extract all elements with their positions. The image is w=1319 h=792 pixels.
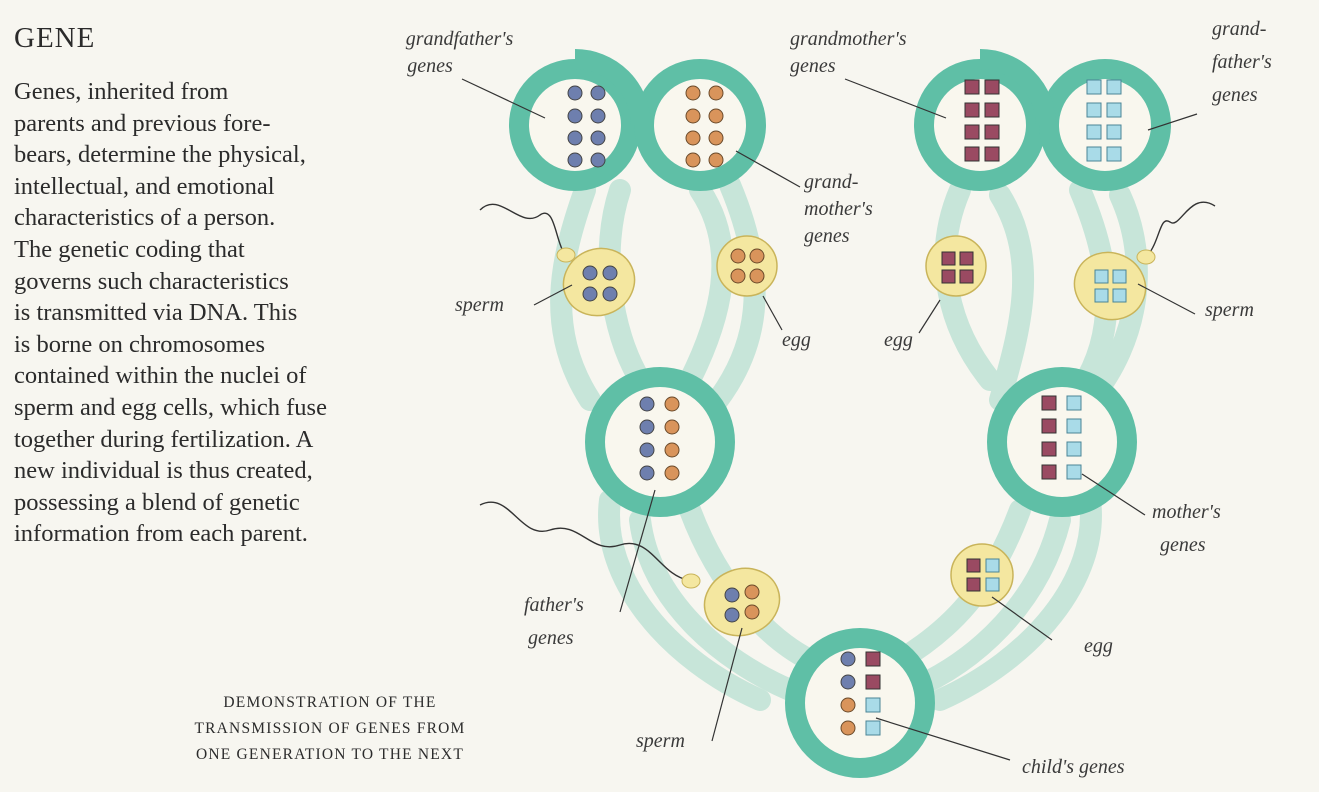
child-genes-label: child's genes <box>1022 756 1125 778</box>
egg-label-left: egg <box>782 329 811 351</box>
sperm-label-left: sperm <box>455 294 504 316</box>
maternal-grandparents <box>924 59 1161 181</box>
grandmother-genes-label-left: grand- mother's genes <box>804 171 878 247</box>
paternal-grandparents <box>519 59 756 181</box>
grandfather-ring-right <box>1049 69 1161 181</box>
mother-genes-label: mother's genes <box>1152 501 1226 556</box>
egg-cell-left <box>717 236 777 296</box>
sperm-label-right: sperm <box>1205 299 1254 321</box>
father-genes-label: father's genes <box>524 594 589 649</box>
grandmother-ring-left <box>644 69 756 181</box>
child-cell <box>795 638 925 768</box>
egg-label-right: egg <box>884 329 913 351</box>
grandmother-ring-right <box>924 69 1036 181</box>
sperm-label-bottom: sperm <box>636 730 685 752</box>
egg-label-bottom: egg <box>1084 635 1113 657</box>
grandmother-genes-label-right: grandmother's genes <box>790 28 912 77</box>
egg-cell-right <box>926 236 986 296</box>
grandfather-genes-label-right: grand- father's genes <box>1212 18 1277 106</box>
egg-cell-bottom <box>951 544 1013 606</box>
mother-cell <box>997 377 1127 507</box>
father-cell <box>595 377 725 507</box>
grandfather-genes-label-left: grandfather's genes <box>406 28 519 77</box>
